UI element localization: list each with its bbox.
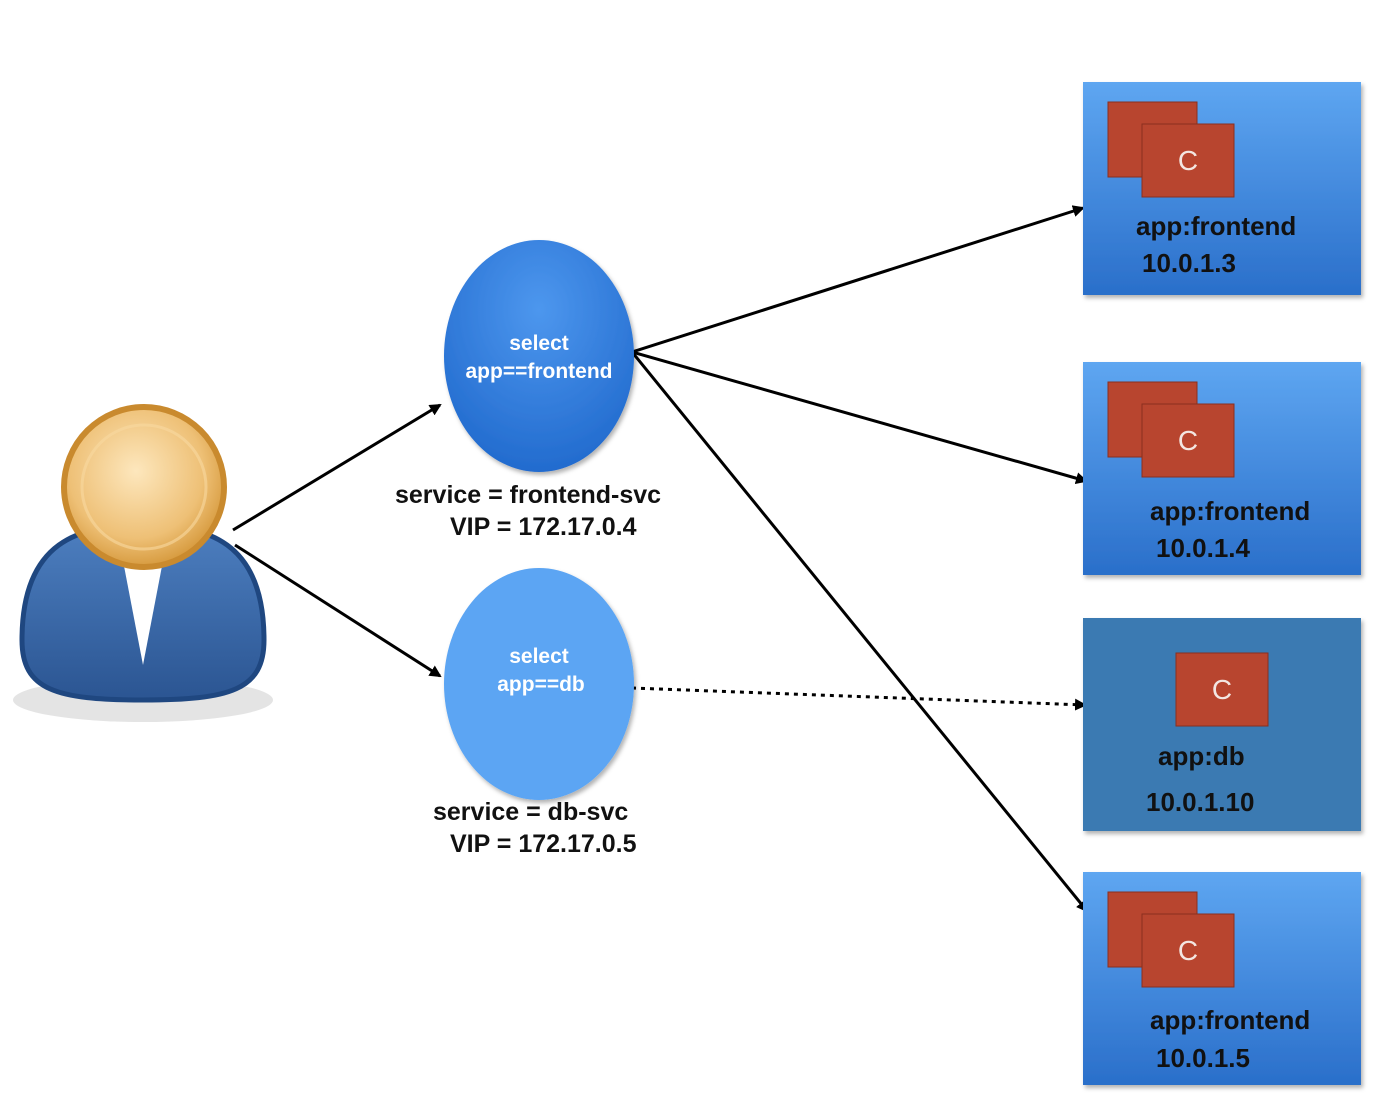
pod-ip: 10.0.1.5 [1156, 1043, 1250, 1073]
pod-ip: 10.0.1.10 [1146, 787, 1254, 817]
pod-frontend-2: C app:frontend 10.0.1.4 [1083, 362, 1361, 575]
pod-frontend-1: C app:frontend 10.0.1.3 [1083, 82, 1361, 295]
arrow-frontend-svc-to-pod-2 [631, 350, 1088, 485]
frontend-service-vip: VIP = 172.17.0.4 [450, 513, 637, 541]
pod-ip: 10.0.1.4 [1156, 533, 1251, 563]
pod-frontend-3: C app:frontend 10.0.1.5 [1083, 872, 1361, 1085]
frontend-service: select app==frontend service = frontend-… [395, 240, 661, 541]
db-service-name: service = db-svc [433, 798, 628, 826]
pod-label: app:frontend [1150, 496, 1310, 526]
arrow-frontend-svc-to-pod-1 [631, 205, 1085, 354]
container-icon: C [1212, 674, 1232, 705]
frontend-service-name: service = frontend-svc [395, 481, 661, 509]
arrow-frontend-svc-to-pod-4 [630, 351, 1089, 913]
arrow-user-to-frontend-svc [232, 403, 442, 532]
db-service-vip: VIP = 172.17.0.5 [450, 830, 637, 858]
frontend-select-label: select [509, 332, 569, 355]
arrow-db-svc-to-pod-3 [631, 686, 1087, 711]
user-icon [13, 404, 273, 722]
frontend-selector-label: app==frontend [465, 360, 612, 383]
pod-db: C app:db 10.0.1.10 [1083, 618, 1361, 831]
arrow-user-to-db-svc [234, 543, 442, 678]
db-service: select app==db service = db-svc VIP = 17… [433, 568, 637, 858]
pod-label: app:frontend [1150, 1005, 1310, 1035]
pod-label: app:db [1158, 741, 1245, 771]
pod-label: app:frontend [1136, 211, 1296, 241]
db-select-label: select [509, 645, 569, 668]
container-icon: C [1178, 935, 1198, 966]
db-service-node [444, 568, 634, 800]
db-selector-label: app==db [497, 673, 585, 696]
pod-ip: 10.0.1.3 [1142, 248, 1236, 278]
frontend-service-node [444, 240, 634, 472]
container-icon: C [1178, 145, 1198, 176]
container-icon: C [1178, 425, 1198, 456]
connections [232, 205, 1089, 913]
